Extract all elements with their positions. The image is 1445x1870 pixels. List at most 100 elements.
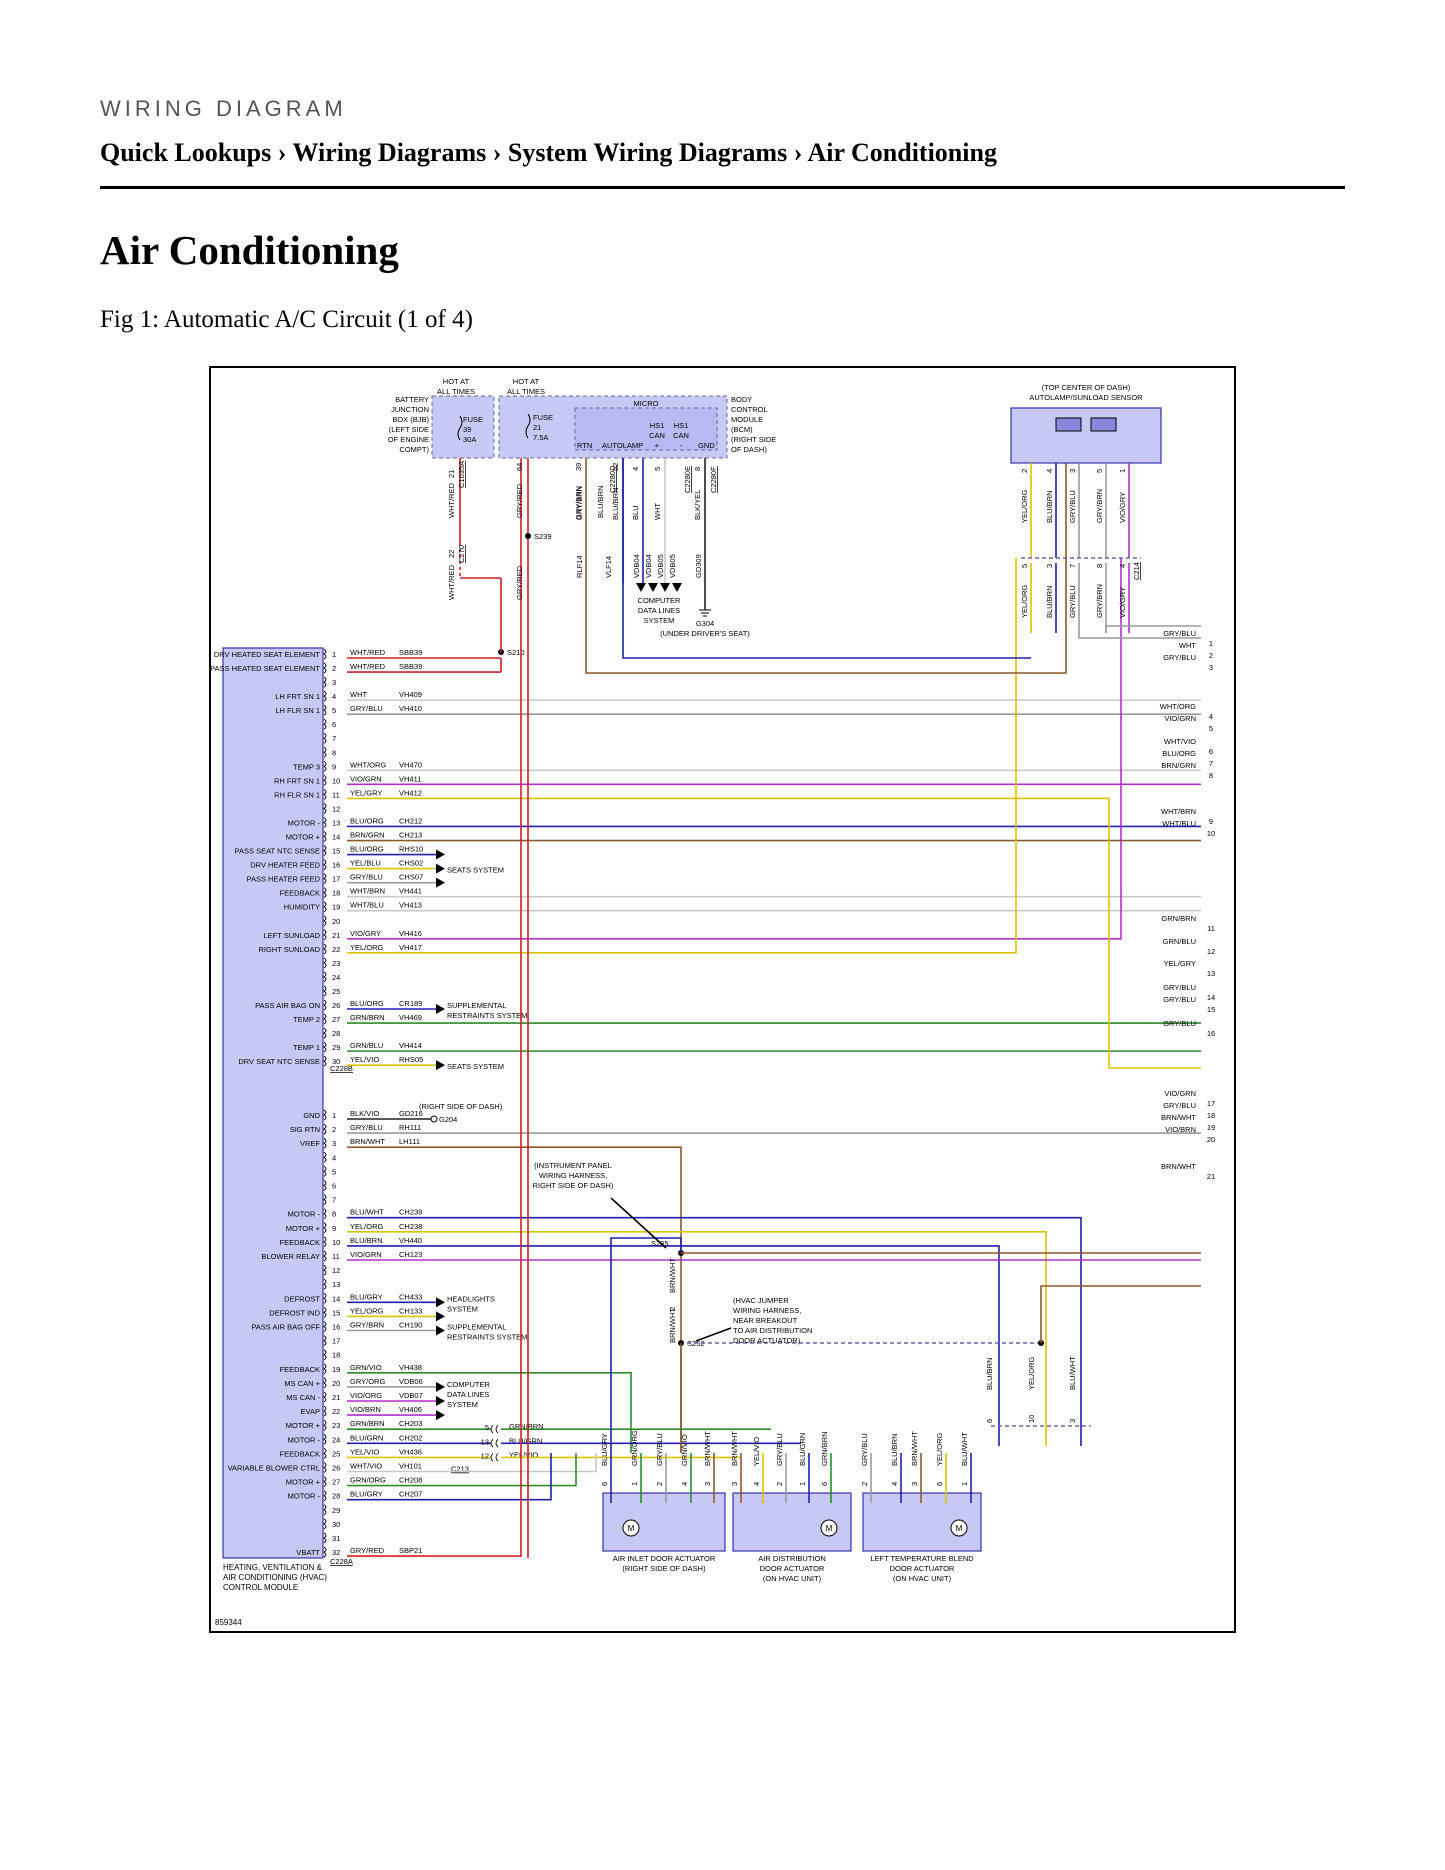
c228b-pin-marker <box>323 774 327 786</box>
c228b-pin-number: 23 <box>332 959 340 968</box>
bjb-label: (LEFT SIDE <box>389 425 429 434</box>
arrow-callout <box>436 1297 445 1308</box>
c228a-wire-color: VIO/ORG <box>350 1391 382 1400</box>
c228b-pin-label: TEMP 1 <box>293 1043 320 1052</box>
c228b-pin-label: LEFT SUNLOAD <box>263 931 320 940</box>
right-destination-number: 20 <box>1207 1135 1215 1144</box>
connector-c2280d: C2280D <box>608 465 617 493</box>
callout-leader <box>695 1327 732 1342</box>
c228b-pin-number: 25 <box>332 987 340 996</box>
page-title: Air Conditioning <box>100 227 399 273</box>
right-wire-color: BRN/WHT <box>1161 1162 1196 1171</box>
c228b-pin-number: 29 <box>332 1043 340 1052</box>
c228b-wire-color: WHT/ORG <box>350 760 386 769</box>
c228b-pin-number: 15 <box>332 847 340 856</box>
c214-pin: 4 <box>1118 564 1127 568</box>
c228b-pin-number: 27 <box>332 1015 340 1024</box>
c228a-pin-number: 12 <box>332 1266 340 1275</box>
c228b-circuit-id: VH416 <box>399 929 422 938</box>
harness-wire <box>347 1453 577 1487</box>
c228a-pin-number: 9 <box>332 1224 336 1233</box>
c228b-wire-color: YEL/ORG <box>350 943 384 952</box>
c228a-circuit-id: GD216 <box>399 1109 423 1118</box>
c228a-wire-color: GRN/ORG <box>350 1476 386 1485</box>
c228a-pin-marker <box>323 1377 327 1389</box>
harness-wire <box>585 458 1067 674</box>
c228b-pin-marker <box>323 929 327 941</box>
actuator-pin: 3 <box>730 1482 739 1486</box>
right-wire-color: GRY/BLU <box>1163 995 1196 1004</box>
actuator-pin: 1 <box>630 1482 639 1486</box>
c228a-circuit-id: CH203 <box>399 1419 422 1428</box>
c228b-circuit-id: VH412 <box>399 788 422 797</box>
c228a-circuit-id: CH133 <box>399 1306 422 1315</box>
lower-pin: 2 <box>668 1307 677 1311</box>
arrow-seats <box>436 1060 445 1071</box>
c228a-wire-color: GRY/BLU <box>350 1123 383 1132</box>
vertical-wire-label: BLU/WHT <box>960 1432 969 1466</box>
harness-wire <box>347 1245 1000 1446</box>
vertical-wire-label: BLK/YEL <box>693 490 702 520</box>
circuit-label: VDB04 <box>632 554 641 578</box>
breadcrumb-quick-lookups[interactable]: Quick Lookups <box>100 138 272 167</box>
c228b-pin-label: LH FLR SN 1 <box>275 706 320 715</box>
c228a-wire-color: GRN/VIO <box>350 1363 382 1372</box>
actuator-pin: 2 <box>655 1482 664 1486</box>
c228b-pin-label: LH FRT SN 1 <box>275 692 320 701</box>
sensor-pin: 5 <box>1095 469 1104 473</box>
c228a-pin-number: 31 <box>332 1534 340 1543</box>
vertical-wire-label: GRY/RED <box>515 483 524 518</box>
c228b-pin-number: 17 <box>332 875 340 884</box>
callout-computer-data: DATA LINES <box>447 1390 489 1399</box>
breadcrumb-wiring-diagrams[interactable]: Wiring Diagrams <box>292 138 487 167</box>
c228a-pin-marker <box>323 1462 327 1473</box>
breadcrumb-air-conditioning[interactable]: Air Conditioning <box>807 138 997 167</box>
bcm-pin: 39 <box>574 463 583 471</box>
right-destination-number: 16 <box>1207 1029 1215 1038</box>
c228b-circuit-id: VH417 <box>399 943 422 952</box>
vertical-wire-label: YEL/ORG <box>1020 489 1029 523</box>
bcm-label: CONTROL <box>731 405 768 414</box>
c228b-pin-marker <box>323 831 327 842</box>
actuator-pin: 2 <box>775 1482 784 1486</box>
c228a-pin-marker <box>323 1307 327 1318</box>
c228a-pin-number: 23 <box>332 1421 340 1430</box>
c228a-pin-number: 3 <box>332 1139 336 1148</box>
c228a-pin-label: VBATT <box>296 1548 320 1557</box>
c228a-wire-color: WHT/VIO <box>350 1462 382 1471</box>
c228b-pin-number: 28 <box>332 1029 340 1038</box>
bcm-pin-can-minus: CAN <box>673 431 689 440</box>
c228b-pin-number: 22 <box>332 945 340 954</box>
bjb-label: JUNCTION <box>391 405 429 414</box>
actuator-pin: 4 <box>752 1482 761 1486</box>
bjb-hot-label: HOT AT <box>443 377 470 386</box>
c228a-wire-color: YEL/ORG <box>350 1222 384 1231</box>
bjb-pin: 22 <box>447 550 456 558</box>
c228a-wire-color: BLU/GRY <box>350 1490 383 1499</box>
c228b-pin-number: 6 <box>332 720 336 729</box>
c228b-pin-marker <box>323 1027 327 1039</box>
c228a-circuit-id: RH111 <box>399 1123 421 1132</box>
c228b-pin-label: PASS SEAT NTC SENSE <box>235 847 320 856</box>
actuator-pin: 4 <box>890 1482 899 1486</box>
c228b-pin-label: RIGHT SUNLOAD <box>258 945 320 954</box>
sensor-pin: 1 <box>1118 469 1127 473</box>
actuator-pin: 3 <box>910 1482 919 1486</box>
hvac-module-label: HEATING, VENTILATION & <box>223 1563 322 1572</box>
c213-wire-color: BLU/GRN <box>509 1436 542 1445</box>
breadcrumb-system-wiring-diagrams[interactable]: System Wiring Diagrams <box>507 138 788 167</box>
vertical-wire-label: GRY/BLU <box>1068 585 1077 618</box>
fuse39-label: 30A <box>463 435 476 444</box>
c228b-pin-label: DRV HEATER FEED <box>250 861 320 870</box>
c228a-pin-label: FEEDBACK <box>280 1365 320 1374</box>
callout-supplemental: RESTRAINTS SYSTEM <box>447 1333 527 1342</box>
actuator-box <box>602 1492 726 1552</box>
c228a-pin-number: 1 <box>332 1111 336 1120</box>
c228a-pin-number: 13 <box>332 1280 340 1289</box>
vertical-wire-label: GRY/BRN <box>1095 584 1104 618</box>
c228a-pin-marker <box>323 1151 327 1163</box>
harness-wire <box>347 1216 1082 1446</box>
c228b-pin-marker <box>323 662 327 674</box>
c228b-circuit-id: VH414 <box>399 1041 422 1050</box>
c228a-wire-color: BLU/GRN <box>350 1433 383 1442</box>
